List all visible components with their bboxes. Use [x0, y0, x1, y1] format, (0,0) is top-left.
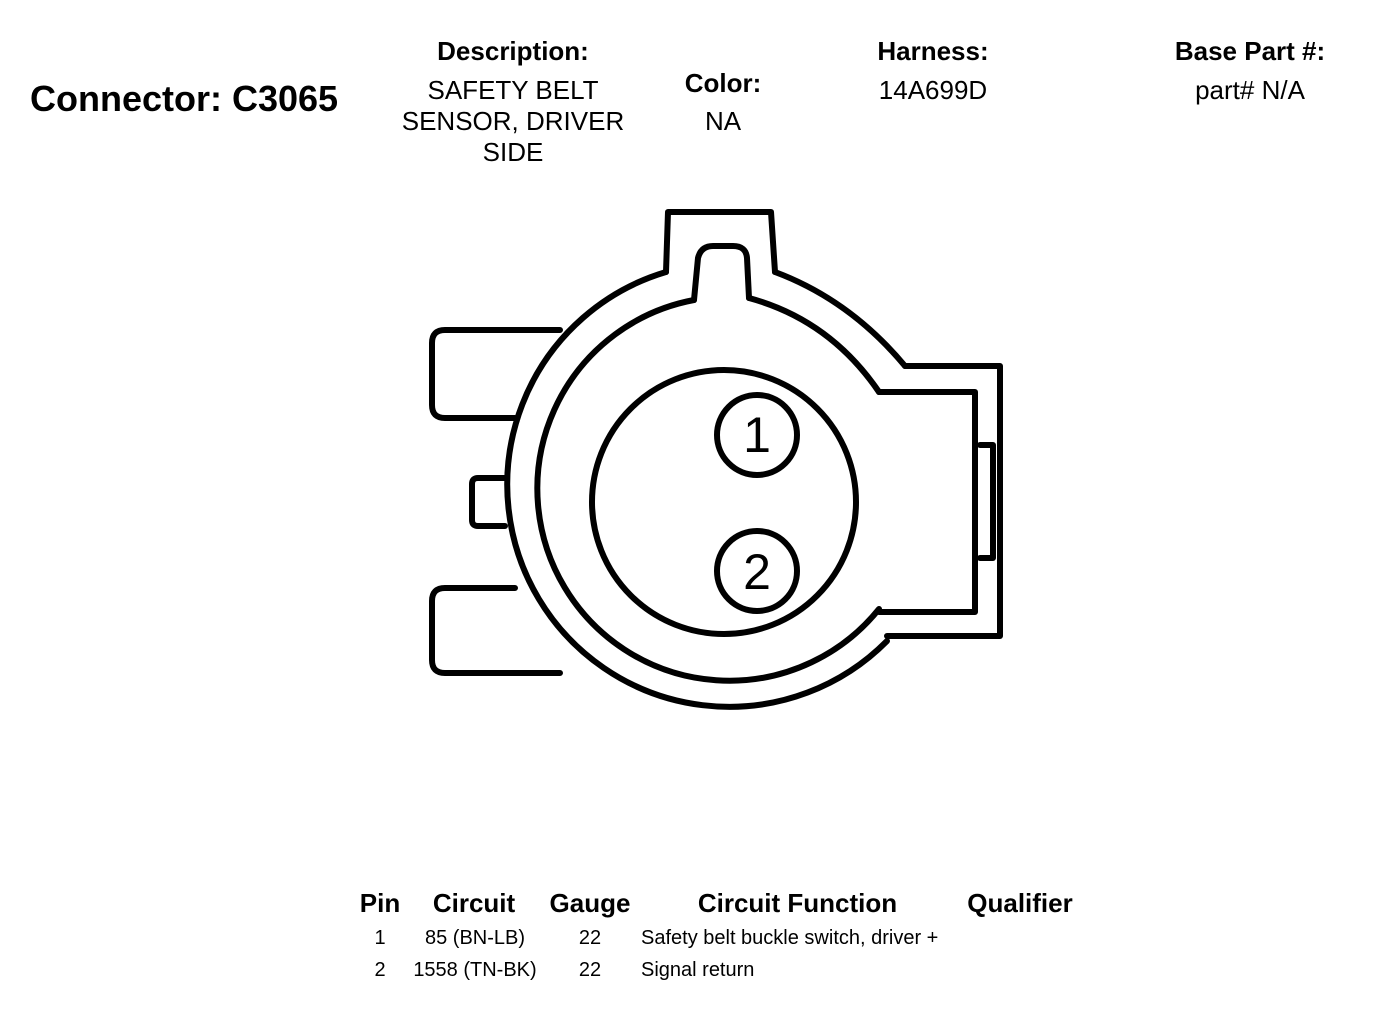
- left-lower-tab: [429, 585, 563, 676]
- description-line: SAFETY BELT: [427, 75, 599, 105]
- left-upper-tab: [429, 327, 563, 421]
- row-pin: 1: [374, 927, 386, 949]
- row-circuit-function: Safety belt buckle switch, driver +: [641, 927, 939, 949]
- pin-2-circle: [714, 528, 800, 614]
- housing-outer-outline: [504, 269, 890, 710]
- row-circuit: 85 (BN-LB): [424, 927, 526, 949]
- description-value: SAFETY BELT SENSOR, DRIVER SIDE: [373, 75, 653, 168]
- table-header-pin: Pin: [359, 888, 401, 918]
- pin-1-label: 1: [743, 407, 771, 463]
- row-circuit-function: Signal return: [641, 959, 755, 981]
- row-pin: 2: [374, 959, 386, 981]
- pin-2-label: 2: [743, 544, 771, 600]
- table-header-circuit: Circuit: [432, 888, 516, 918]
- pin-1-circle: [714, 392, 800, 478]
- left-middle-tab: [469, 475, 508, 529]
- inner-key-slot: [691, 243, 752, 303]
- housing-inner-outline: [534, 297, 882, 684]
- harness-value: 14A699D: [878, 75, 988, 105]
- right-latch-tab: [977, 442, 996, 561]
- inner-right-block: [876, 389, 978, 615]
- row-gauge: 22: [578, 959, 602, 981]
- row-gauge: 22: [578, 927, 602, 949]
- color-value: NA: [704, 106, 742, 136]
- description-line: SIDE: [482, 137, 544, 167]
- pin-cavity: [589, 367, 859, 637]
- inner-upper-right-edge: [746, 295, 882, 395]
- base-part-value: part# N/A: [1195, 75, 1305, 105]
- top-key-tab: [663, 209, 778, 275]
- housing-upper-right-edge: [772, 269, 908, 369]
- table-row: 2 1558 (TN-BK) 22 Signal return: [0, 959, 1376, 985]
- row-circuit: 1558 (TN-BK): [413, 959, 537, 981]
- table-header-gauge: Gauge: [549, 888, 631, 918]
- description-line: SENSOR, DRIVER: [401, 106, 625, 136]
- color-label: Color:: [684, 68, 762, 98]
- harness-label: Harness:: [877, 36, 989, 66]
- connector-title: Connector: C3065: [30, 78, 339, 119]
- right-latch-block: [884, 363, 1003, 639]
- description-label: Description:: [437, 36, 589, 66]
- base-part-label: Base Part #:: [1174, 36, 1326, 66]
- table-header-circuit-function: Circuit Function: [697, 888, 898, 918]
- table-header-qualifier: Qualifier: [967, 888, 1073, 918]
- table-row: 1 85 (BN-LB) 22 Safety belt buckle switc…: [0, 927, 1376, 953]
